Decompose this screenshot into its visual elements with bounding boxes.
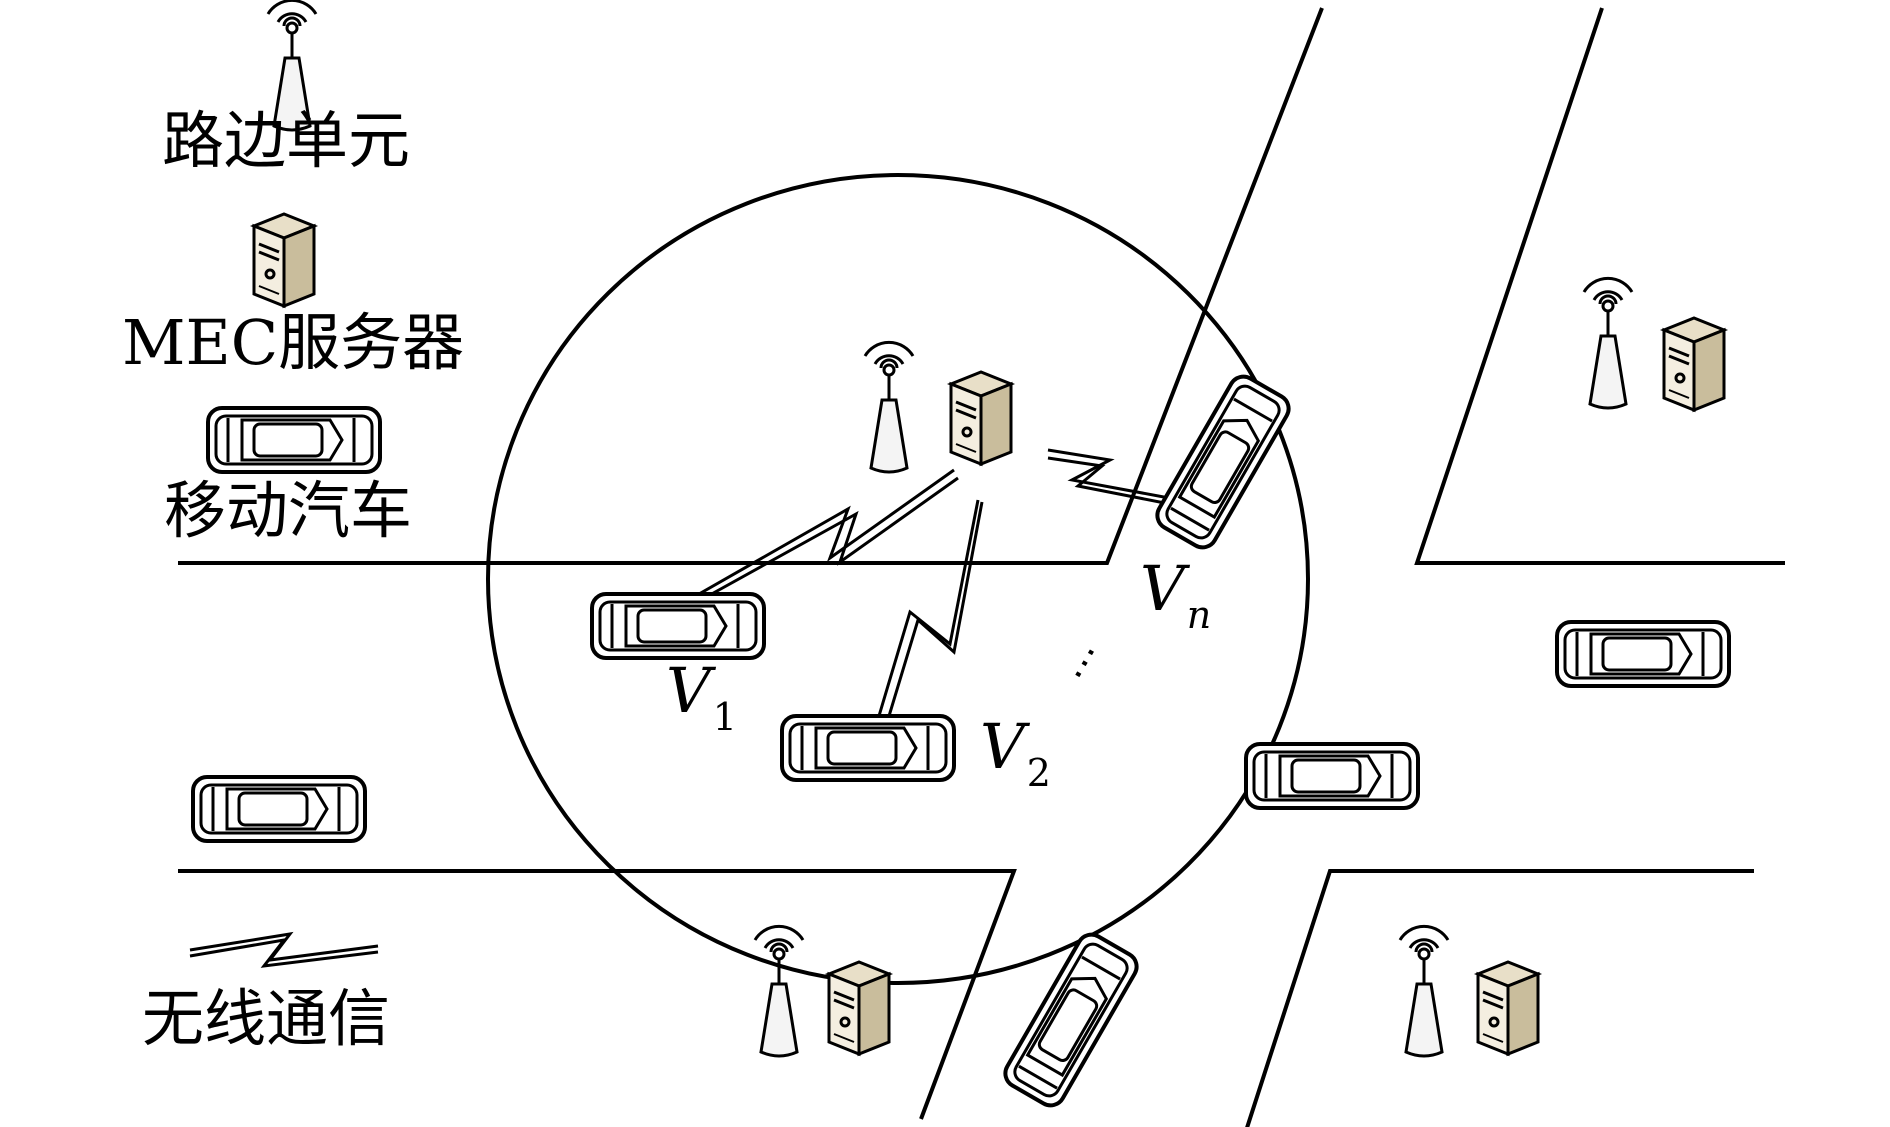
link-v2-double — [884, 501, 984, 727]
legend: 路边单元 MEC服务器 移动汽车 无线通信 — [122, 0, 464, 1055]
car-bottom-icon — [998, 927, 1144, 1113]
mec-server-bottom-left-icon — [827, 960, 891, 1056]
label-v2: V2 — [980, 710, 1051, 795]
mec-server-bottom-right-icon — [1476, 960, 1540, 1056]
central-mec-server-icon — [949, 370, 1013, 466]
link-vn-double — [1047, 456, 1181, 508]
roads — [178, 7, 1785, 1127]
rsu-bottom-left-icon — [753, 924, 805, 1058]
legend-car-icon — [206, 406, 382, 474]
wireless-links — [677, 448, 1181, 727]
legend-wireless-icon-double — [189, 937, 379, 968]
road-lower-right — [1245, 869, 1754, 1127]
rsu-right-icon — [1582, 276, 1634, 410]
car-right-upper-icon — [1555, 620, 1731, 688]
car-left-lane-icon — [191, 775, 367, 843]
mec-server-right-icon — [1662, 316, 1726, 412]
legend-rsu-label: 路边单元 — [162, 104, 410, 177]
link-vn — [1047, 448, 1181, 502]
label-vn: Vn — [1140, 552, 1211, 637]
road-lower-left — [178, 869, 1017, 1120]
label-v1: V1 — [666, 654, 737, 739]
ellipsis: ⋯ — [1055, 635, 1112, 690]
car-right-lower-icon — [1244, 742, 1420, 810]
link-v2 — [874, 499, 980, 727]
car-v1-icon — [590, 592, 766, 660]
legend-car-label: 移动汽车 — [164, 474, 412, 547]
legend-mec-label: MEC服务器 — [122, 306, 464, 379]
car-v2-icon — [780, 714, 956, 782]
coverage-circle — [486, 173, 1310, 985]
rsu-bottom-right-icon — [1398, 924, 1450, 1058]
legend-mec-server-icon — [252, 212, 316, 308]
link-v1 — [677, 468, 955, 608]
link-v1-double — [689, 476, 959, 608]
central-rsu-icon — [863, 340, 915, 474]
legend-wireless-label: 无线通信 — [142, 982, 390, 1055]
road-upper-right — [1414, 7, 1785, 565]
car-vn-icon — [1150, 369, 1296, 555]
